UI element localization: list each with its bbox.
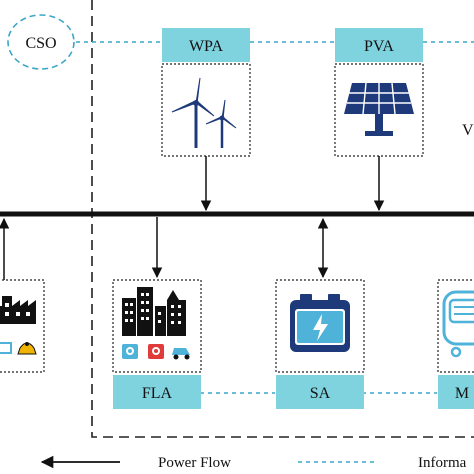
pva-label: PVA (364, 38, 394, 55)
pva-label-box (335, 28, 423, 62)
flexible-load-icon (122, 287, 190, 360)
cso-circle (7, 14, 75, 70)
fla-label-box (113, 375, 201, 409)
solar-panel-icon (344, 82, 414, 136)
legend-info-flow-label: Informa (418, 455, 467, 471)
system-boundary (91, 0, 474, 438)
side-label: V (462, 122, 474, 139)
battery-icon (290, 294, 350, 352)
left-agent-box (0, 279, 45, 373)
sa-label: SA (310, 385, 331, 402)
sa-label-box (276, 375, 364, 409)
wpa-label: WPA (189, 38, 224, 55)
right-agent-label-box (438, 375, 474, 409)
wind-turbine-icon (171, 77, 237, 148)
factory-icon (0, 296, 37, 355)
fla-label: FLA (142, 385, 173, 402)
right-agent-label: M (455, 385, 469, 402)
cso-label: CSO (25, 35, 56, 52)
legend-power-flow-label: Power Flow (158, 455, 231, 471)
vehicle-icon (442, 290, 474, 358)
wpa-label-box (162, 28, 250, 62)
